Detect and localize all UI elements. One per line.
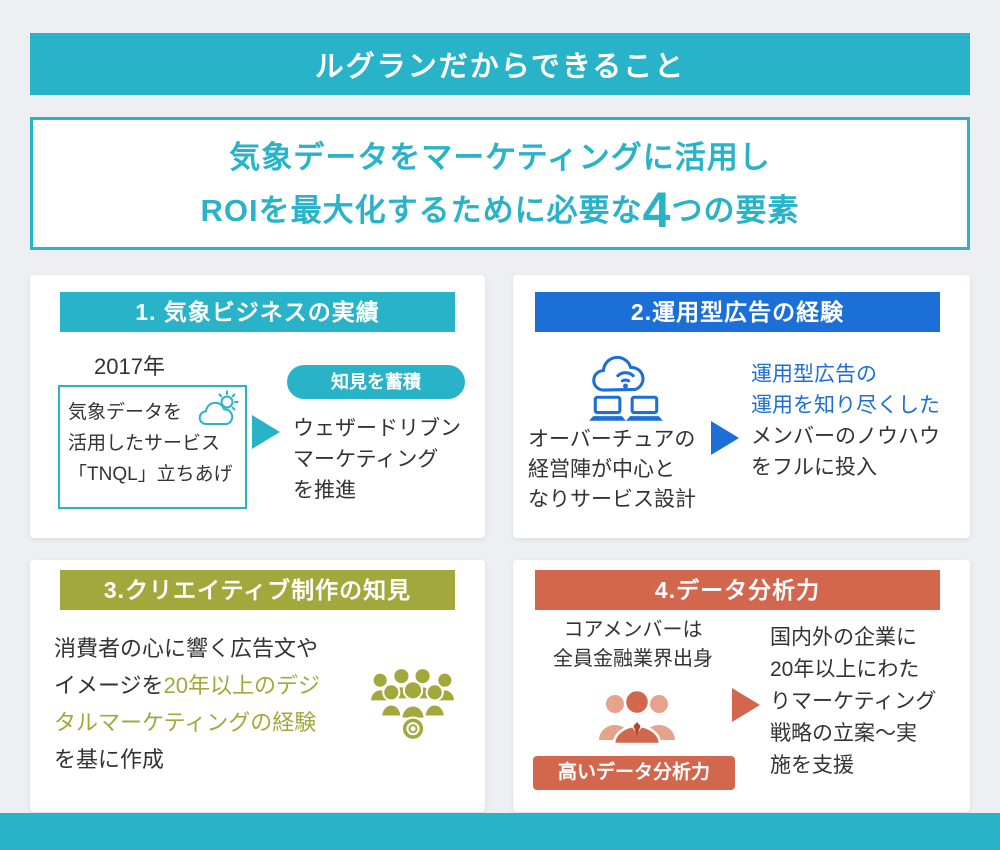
ads-left-text: オーバーチュアの 経営陣が中心と なりサービス設計 <box>528 428 696 511</box>
creative-text-part1: 消費者の心に響く広告文やイメージを <box>54 636 319 698</box>
tnql-service-box: 気象データを 活用したサービス 「TNQL」立ちあげ <box>58 385 247 509</box>
arrow-right-icon <box>711 421 739 455</box>
analyst-icon <box>591 680 683 760</box>
card-analytics-title: 4.データ分析力 <box>535 570 940 610</box>
card-performance-ads: 2.運用型広告の経験 オーバーチュアの 経営陣が中心と なりサービス設計 運用型… <box>513 275 970 538</box>
card-weather-title: 1. 気象ビジネスの実績 <box>60 292 455 332</box>
creative-text-highlight: 20年以上のデジタルマーケティングの経験 <box>54 673 321 735</box>
arrow-right-icon <box>252 415 280 449</box>
year-label: 2017年 <box>94 354 165 379</box>
creative-text-part2: を基に作成 <box>54 747 165 772</box>
intro-line2-suffix: つの要素 <box>671 192 800 228</box>
people-group-icon <box>360 662 466 758</box>
intro-line2-prefix: ROIを最大化するために必要な <box>200 192 643 228</box>
analytics-badge: 高いデータ分析力 <box>533 756 735 790</box>
analytics-result-text: 国内外の企業に 20年以上にわた りマーケティング 戦略の立案〜実 施を支援 <box>770 626 937 777</box>
intro-number: 4 <box>642 181 672 238</box>
card-ads-title: 2.運用型広告の経験 <box>535 292 940 332</box>
card-creative-title: 3.クリエイティブ制作の知見 <box>60 570 455 610</box>
ads-highlight-text: 運用型広告の 運用を知り尽くした <box>751 363 940 417</box>
intro-box: 気象データをマーケティングに活用し ROIを最大化するために必要な4つの要素 <box>30 117 970 250</box>
analytics-top-text: コアメンバーは 全員金融業界出身 <box>553 619 713 670</box>
intro-line-1: 気象データをマーケティングに活用し <box>229 139 771 175</box>
ads-right-text: 運用型広告の 運用を知り尽くした メンバーのノウハウ をフルに投入 <box>751 359 940 483</box>
tnql-box-text: 気象データを 活用したサービス 「TNQL」立ちあげ <box>68 402 233 485</box>
card-weather-business: 1. 気象ビジネスの実績 2017年 気象データを 活用したサービス 「TNQL… <box>30 275 485 538</box>
cloud-network-icon <box>583 349 669 425</box>
page-title: ルグランだからできること <box>314 51 686 83</box>
weather-result-text: ウェザードリブン マーケティング を推進 <box>293 417 461 502</box>
card-creative-knowledge: 3.クリエイティブ制作の知見 消費者の心に響く広告文やイメージを20年以上のデジ… <box>30 560 485 812</box>
creative-text: 消費者の心に響く広告文やイメージを20年以上のデジタルマーケティングの経験を基に… <box>54 630 338 778</box>
knowledge-badge: 知見を蓄積 <box>287 365 465 399</box>
footer-bar <box>0 813 1000 850</box>
ads-rest-text: メンバーのノウハウ をフルに投入 <box>751 425 940 479</box>
intro-line-2: ROIを最大化するために必要な4つの要素 <box>200 181 800 238</box>
sun-cloud-icon <box>196 390 242 428</box>
card-data-analytics: 4.データ分析力 コアメンバーは 全員金融業界出身 高いデータ分析力 国内外の企… <box>513 560 970 812</box>
title-banner: ルグランだからできること <box>30 33 970 95</box>
arrow-right-icon <box>732 688 760 722</box>
